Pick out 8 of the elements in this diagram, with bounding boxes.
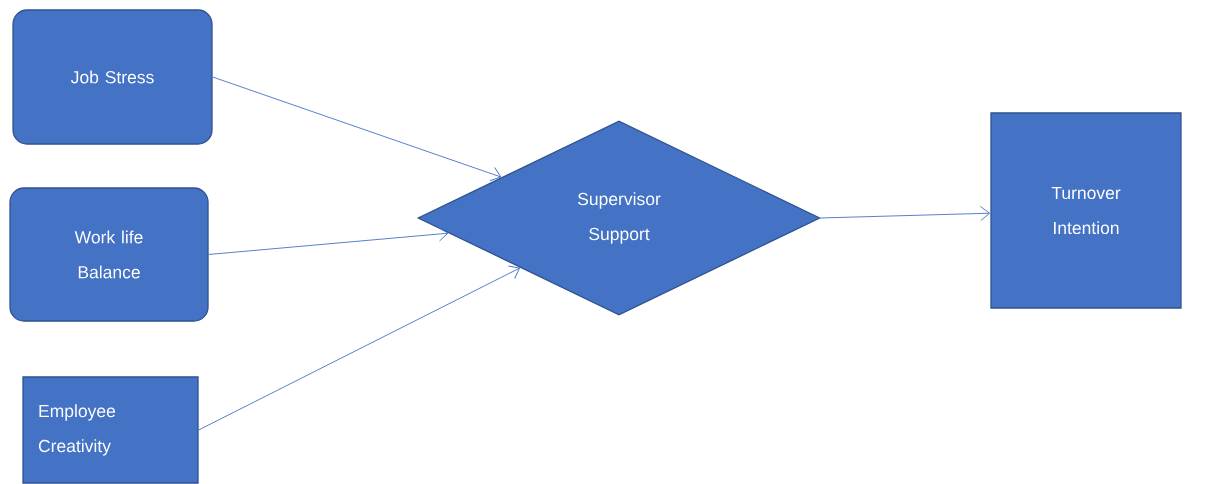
arrow xyxy=(208,226,449,255)
arrow xyxy=(198,265,521,431)
rounded-box: Work life Balance xyxy=(9,187,209,322)
arrow xyxy=(820,206,991,221)
process-box: Turnover Intention xyxy=(990,112,1182,309)
arrow xyxy=(212,76,502,182)
rounded-box: Job Stress xyxy=(12,9,213,145)
process-box: Employee Creativity xyxy=(22,376,199,484)
